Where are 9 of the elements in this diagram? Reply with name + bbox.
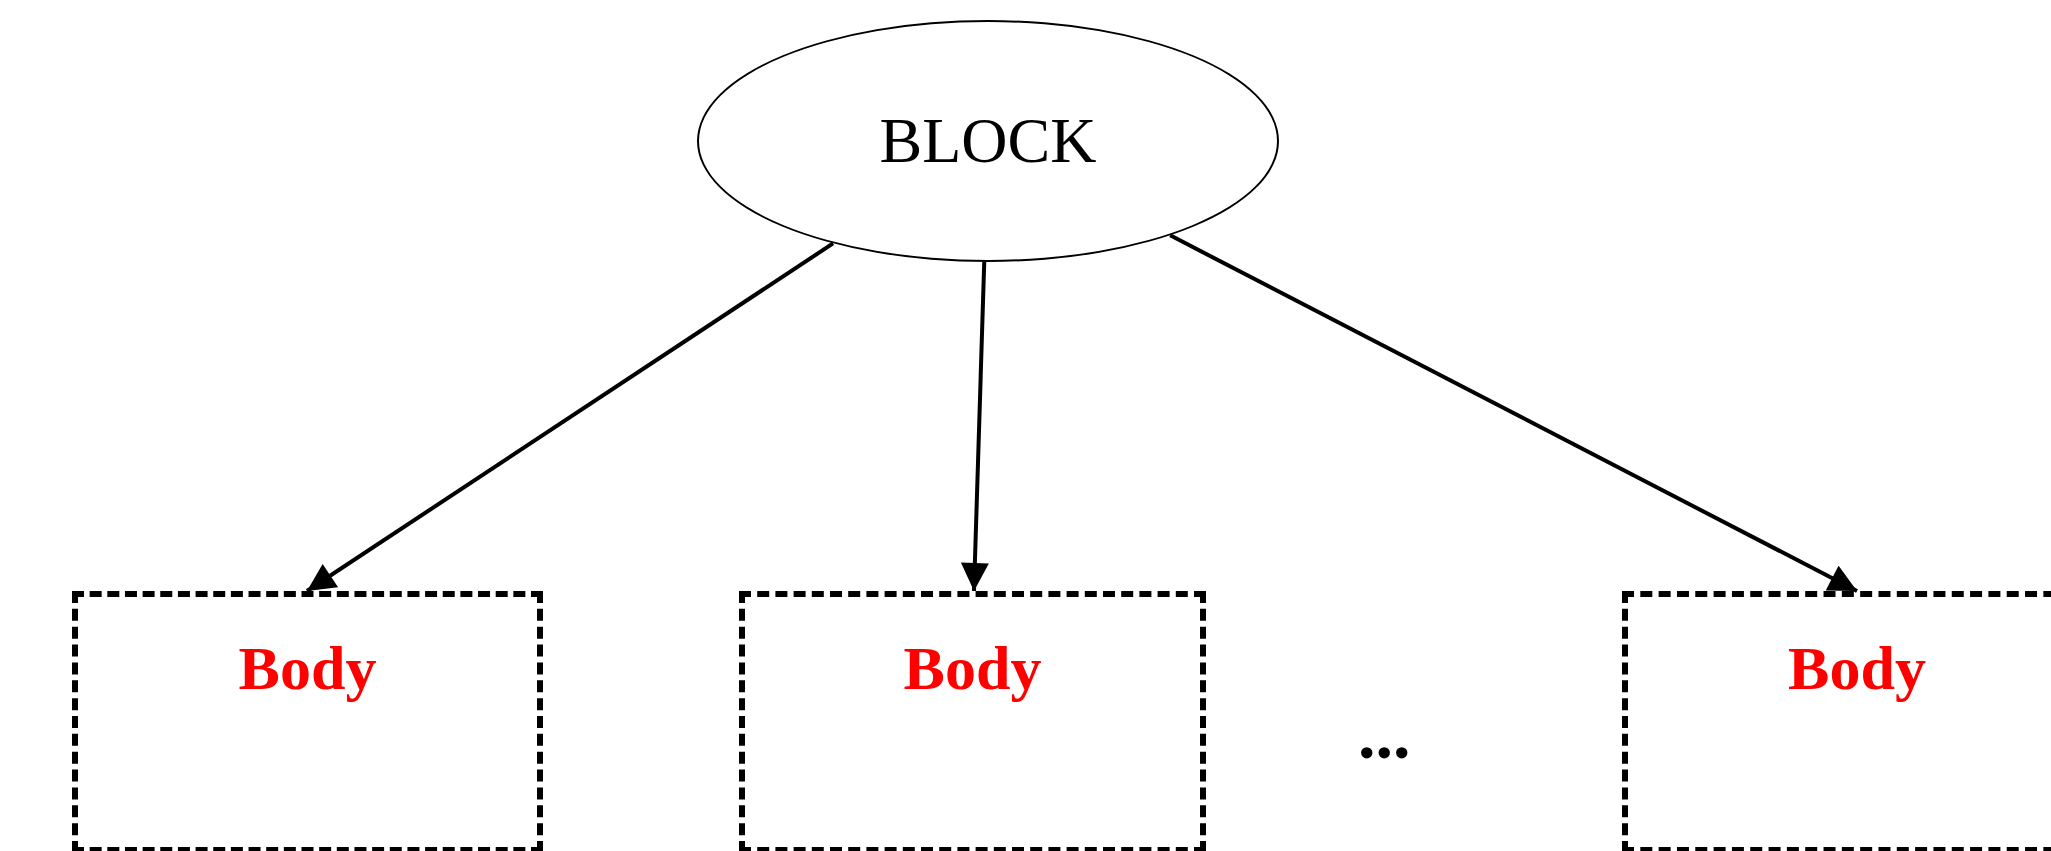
arrow bbox=[1169, 233, 1858, 593]
dashed-box bbox=[72, 591, 543, 851]
ellipsis-label: ... bbox=[1358, 700, 1411, 770]
arrow bbox=[305, 241, 835, 593]
dashed-box bbox=[1622, 591, 2051, 851]
arrow bbox=[960, 261, 989, 592]
dashed-box bbox=[739, 591, 1206, 851]
node-label: BLOCK bbox=[879, 109, 1097, 173]
ellipse-node bbox=[697, 20, 1279, 262]
